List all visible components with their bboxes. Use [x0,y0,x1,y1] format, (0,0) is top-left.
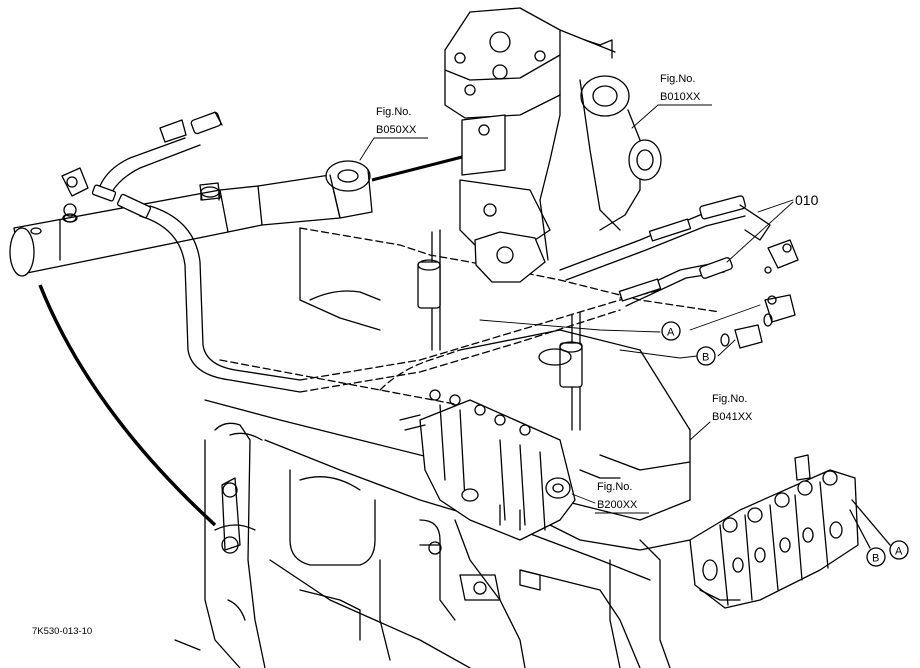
hydraulic-pipes [99,137,761,393]
callout-b050: Fig.No. B050XX [359,106,428,161]
drawing-code: 7K530-013-10 [32,626,92,637]
pipe-fittings [61,111,799,349]
callout-b010: Fig.No. B010XX [631,73,712,129]
marker-a-upper: A [661,321,681,341]
hydraulic-cylinder [9,160,373,277]
callout-b050-line2: B050XX [376,124,417,136]
callout-b200-line2: B200XX [597,499,638,511]
marker-a-lower: A [889,540,909,560]
marker-b-lower-label: B [872,553,879,565]
callout-b041-line1: Fig.No. [712,393,747,405]
marker-a-upper-label: A [667,327,675,339]
callout-b050-line1: Fig.No. [376,106,411,118]
callout-b200: Fig.No. B200XX [571,481,649,514]
control-valve-detail [689,454,891,609]
marker-b-lower: B [866,547,886,567]
marker-b-upper-label: B [702,352,709,364]
callout-b041-line2: B041XX [712,411,753,423]
callout-b010-line1: Fig.No. [660,73,695,85]
callout-b010-line2: B010XX [660,91,701,103]
frame-housing [174,422,671,668]
control-valve-main [399,389,621,541]
lift-arm-bracket [444,7,662,283]
callout-b200-line1: Fig.No. [597,481,632,493]
marker-b-upper: B [696,346,716,366]
part-010-callout: 010 [726,192,819,263]
leader-arrow-lower [38,284,217,527]
marker-a-lower-label: A [895,546,903,558]
part-number-010: 010 [795,192,819,208]
lift-rods [417,229,583,431]
callout-b041: Fig.No. B041XX [689,393,753,441]
